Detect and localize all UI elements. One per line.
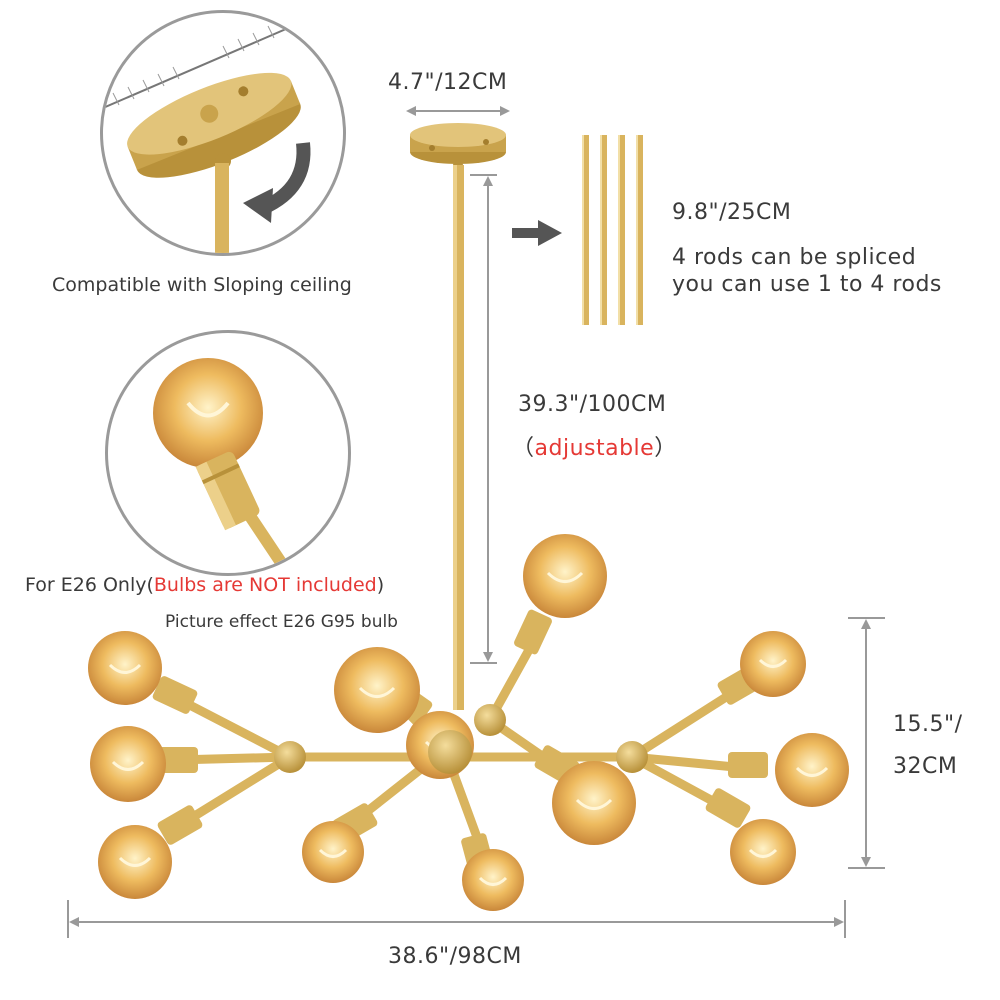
canopy-width-dimension bbox=[406, 106, 510, 116]
rods-splice-line2: you can use 1 to 4 rods bbox=[672, 272, 942, 297]
adjustable-open: （ bbox=[512, 436, 535, 461]
adjustable-text: adjustable bbox=[534, 436, 655, 461]
sloping-ceiling-detail bbox=[100, 10, 346, 256]
height-dimension bbox=[848, 617, 885, 869]
ceiling-canopy bbox=[410, 123, 506, 170]
bulb-closeup-illustration bbox=[153, 358, 293, 573]
bulbs bbox=[88, 534, 849, 911]
canopy-width-label: 4.7"/12CM bbox=[388, 70, 508, 95]
sloping-ceiling-caption: Compatible with Sloping ceiling bbox=[52, 274, 352, 296]
right-arrow-icon bbox=[512, 220, 562, 246]
bulbs-not-included: Bulbs are NOT included bbox=[153, 574, 377, 596]
down-rod bbox=[453, 165, 464, 710]
adjustable-label: （adjustable） bbox=[512, 430, 677, 462]
rod-length-label: 9.8"/25CM bbox=[672, 200, 792, 225]
bulb-type-prefix: For E26 Only( bbox=[25, 574, 154, 596]
width-label: 38.6"/98CM bbox=[388, 944, 522, 969]
rods-splice-line1: 4 rods can be spliced bbox=[672, 245, 917, 270]
bulb-detail bbox=[105, 330, 351, 576]
adjustable-close: ） bbox=[654, 436, 677, 461]
spare-rods bbox=[582, 135, 643, 325]
bulb-type-caption: For E26 Only(Bulbs are NOT included) bbox=[25, 574, 384, 596]
height-label-line2: 32CM bbox=[893, 754, 958, 779]
total-rod-length-label: 39.3"/100CM bbox=[518, 392, 667, 417]
rod-length-dimension bbox=[470, 174, 497, 664]
hub-balls bbox=[274, 704, 648, 774]
height-label-line1: 15.5"/ bbox=[893, 712, 963, 737]
bulb-type-suffix: ) bbox=[376, 574, 385, 596]
picture-effect-caption: Picture effect E26 G95 bulb bbox=[165, 612, 398, 632]
width-dimension bbox=[67, 900, 846, 938]
